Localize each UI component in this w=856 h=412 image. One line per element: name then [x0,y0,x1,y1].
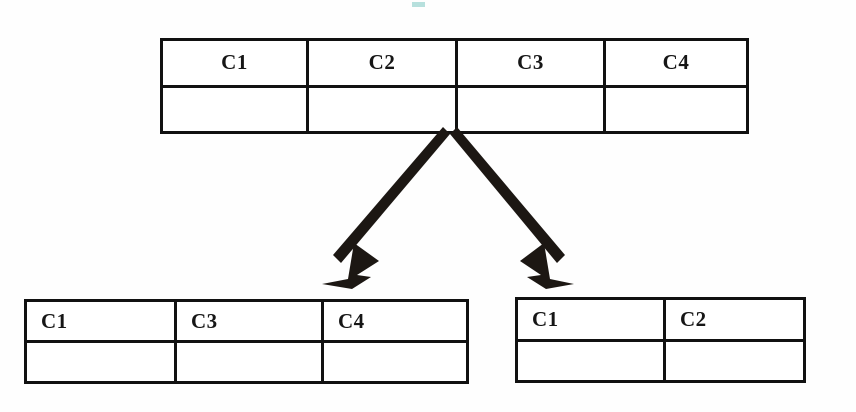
source-table-cell-c2 [309,87,458,131]
left-result-table-header-cell-c1: C1 [27,302,177,340]
right-result-table-header-cell-c1: C1 [518,300,666,339]
arrow-to-left-table [322,127,450,289]
arrow-to-right-table [450,127,574,289]
left-result-table-cell-c1 [27,343,177,381]
column-label: C3 [191,308,218,333]
column-label: C2 [680,306,707,331]
column-label: C1 [532,306,559,331]
right-result-table-header-cell-c2: C2 [666,300,803,339]
left-result-table: C1 C3 C4 [24,299,469,384]
right-result-table-cell-c1 [518,341,666,380]
right-result-table-cell-c2 [666,341,803,380]
scan-artifact [412,2,425,7]
column-label: C1 [41,308,68,333]
left-result-table-header-cell-c4: C4 [324,302,466,340]
right-result-table: C1 C2 [515,297,806,383]
source-table-header-cell-c3: C3 [458,41,606,85]
source-table-cell-c4 [606,87,746,131]
left-result-table-data-row [27,343,466,381]
left-result-table-header-cell-c3: C3 [177,302,324,340]
column-label: C4 [662,50,690,75]
source-table-header-row: C1 C2 C3 C4 [163,41,746,88]
source-table-header-cell-c1: C1 [163,41,309,85]
column-label: C4 [338,308,365,333]
right-result-table-data-row [518,341,803,380]
source-table-cell-c3 [458,87,606,131]
column-label: C2 [368,50,396,75]
source-table-data-row [163,87,746,131]
source-table-header-cell-c2: C2 [309,41,458,85]
column-label: C3 [517,50,544,75]
left-result-table-cell-c4 [324,343,466,381]
column-label: C1 [221,50,248,75]
left-result-table-cell-c3 [177,343,324,381]
left-result-table-header-row: C1 C3 C4 [27,302,466,343]
source-table-header-cell-c4: C4 [606,41,746,85]
source-table: C1 C2 C3 C4 [160,38,749,134]
right-result-table-header-row: C1 C2 [518,300,803,342]
source-table-cell-c1 [163,87,309,131]
